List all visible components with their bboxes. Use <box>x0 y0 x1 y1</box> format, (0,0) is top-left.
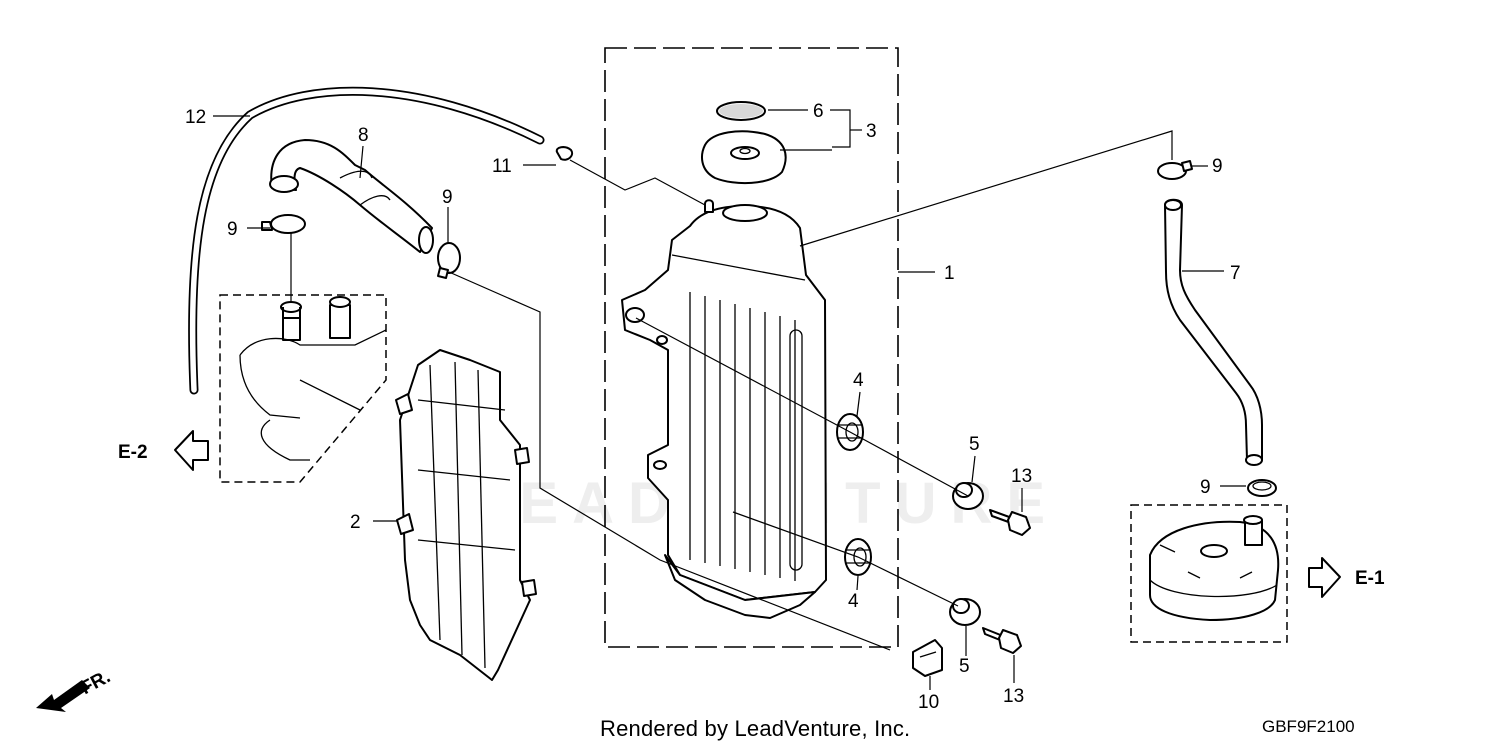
label-part-11: 11 <box>492 156 512 177</box>
label-part-12: 12 <box>185 107 206 128</box>
hose-clamp-right-top[interactable] <box>1157 160 1193 180</box>
flange-bolt-upper[interactable] <box>989 509 1031 536</box>
label-part-2: 2 <box>350 512 361 533</box>
leader-lines <box>213 109 1246 690</box>
radiator-assembly-boundary <box>604 47 899 648</box>
cap-seal[interactable] <box>716 101 766 121</box>
label-e2-reference: E-2 <box>118 442 148 463</box>
label-part-1: 1 <box>944 263 955 284</box>
hose-clamp-right-bottom[interactable] <box>1247 479 1277 497</box>
cylinder-head <box>1149 515 1280 621</box>
label-part-9-left: 9 <box>227 219 238 240</box>
wire-clip[interactable] <box>912 639 943 677</box>
label-part-6: 6 <box>813 101 824 122</box>
front-arrow <box>36 680 90 712</box>
label-part-9-middle: 9 <box>442 187 453 208</box>
label-e1-reference: E-1 <box>1355 568 1385 589</box>
hose-clamp-middle[interactable] <box>437 242 461 279</box>
lower-radiator-hose[interactable] <box>1164 198 1263 466</box>
flange-bolt-lower[interactable] <box>982 627 1022 654</box>
radiator-guard[interactable] <box>395 349 537 681</box>
label-part-13-upper: 13 <box>1011 466 1032 487</box>
hose-clamp-left[interactable] <box>261 214 306 234</box>
label-part-4-lower: 4 <box>848 591 859 612</box>
radiator-cap[interactable] <box>701 130 787 185</box>
label-part-5-upper: 5 <box>969 434 980 455</box>
label-part-3: 3 <box>866 121 877 142</box>
label-part-13-lower: 13 <box>1003 686 1024 707</box>
e2-subassembly-boundary <box>219 294 387 483</box>
label-part-10: 10 <box>918 692 939 713</box>
upper-radiator-hose[interactable] <box>269 139 434 254</box>
rendered-by-credit: Rendered by LeadVenture, Inc. <box>600 716 911 741</box>
e1-subassembly-boundary <box>1130 504 1288 643</box>
label-front-direction: FR. <box>77 666 114 699</box>
diagram-code: GBF9F2100 <box>1262 717 1355 736</box>
label-part-5-lower: 5 <box>959 656 970 677</box>
overflow-tube[interactable] <box>188 86 545 395</box>
collar-lower[interactable] <box>949 598 981 626</box>
e2-arrow <box>174 430 209 471</box>
label-part-9-right-bottom: 9 <box>1200 477 1211 498</box>
e1-arrow <box>1308 557 1341 598</box>
label-part-8: 8 <box>358 125 369 146</box>
label-part-9-right-top: 9 <box>1212 156 1223 177</box>
label-part-4-upper: 4 <box>853 370 864 391</box>
engine-water-pump <box>239 296 387 461</box>
label-part-7: 7 <box>1230 263 1241 284</box>
tube-clip[interactable] <box>555 146 573 161</box>
radiator[interactable] <box>621 199 827 619</box>
